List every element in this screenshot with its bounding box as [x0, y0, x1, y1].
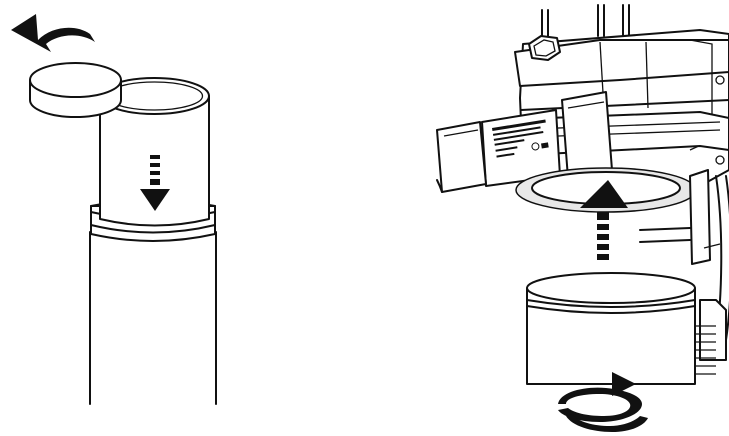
filter-cartridge-2	[526, 272, 696, 385]
side-bracket	[639, 169, 721, 265]
rotate-arrow-icon	[11, 14, 95, 52]
housing-label-plate	[481, 109, 561, 187]
pole-tube	[89, 231, 217, 405]
filter-cartridge	[99, 77, 210, 227]
twist-arrow-icon	[558, 372, 648, 432]
right-panel-attach-filter	[436, 4, 729, 432]
top-pipes	[541, 4, 630, 41]
filter-cap	[29, 62, 122, 118]
down-arrow-icon	[140, 155, 170, 211]
left-panel-remove-cap	[11, 14, 217, 405]
up-arrow-icon	[580, 180, 628, 260]
left-bumper	[436, 121, 487, 193]
right-bumper	[561, 91, 613, 179]
